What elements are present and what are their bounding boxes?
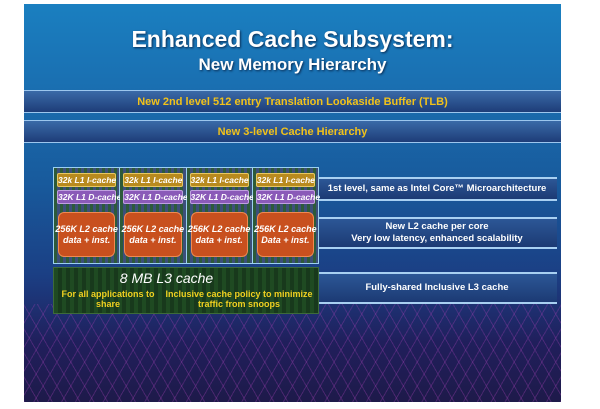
- note-level1: 1st level, same as Intel Core™ Microarch…: [317, 177, 557, 201]
- note-level3: Fully-shared Inclusive L3 cache: [317, 272, 557, 304]
- l2-sublabel: data + inst.: [62, 234, 111, 245]
- core-2: 32k L1 I-cache 32K L1 D-cache 256K L2 ca…: [120, 168, 188, 263]
- note-level1-text: 1st level, same as Intel Core™ Microarch…: [327, 183, 547, 194]
- l3-right-note: Inclusive cache policy to minimize traff…: [165, 289, 313, 309]
- l2-label: 256K L2 cache: [254, 223, 317, 234]
- core-1: 32k L1 I-cache 32K L1 D-cache 256K L2 ca…: [54, 168, 122, 263]
- slide: Enhanced Cache Subsystem: New Memory Hie…: [24, 4, 561, 402]
- l2-label: 256K L2 cache: [55, 223, 118, 234]
- hierarchy-bar: New 3-level Cache Hierarchy: [24, 120, 561, 143]
- l3-left-note: For all applications to share: [61, 289, 155, 309]
- l2-label: 256K L2 cache: [187, 223, 251, 234]
- l1-icache: 32k L1 I-cache: [255, 173, 315, 187]
- background-grid: [24, 304, 561, 402]
- l2-sublabel: data + inst.: [195, 234, 243, 245]
- l1-dcache: 32K L1 D-cache: [57, 190, 122, 204]
- l1-dcache: 32K L1 D-cache: [189, 190, 254, 204]
- slide-subtitle: New Memory Hierarchy: [198, 55, 387, 74]
- l1-dcache: 32K L1 D-cache: [123, 190, 188, 204]
- l1-icache: 32k L1 I-cache: [189, 173, 249, 187]
- l2-sublabel: data + inst.: [129, 234, 177, 245]
- core-4: 32k L1 I-cache 32K L1 D-cache 256K L2 ca…: [252, 168, 321, 263]
- l2-label: 256K L2 cache: [121, 223, 185, 234]
- l3-title: 8 MB L3 cache: [119, 270, 214, 286]
- slide-title: Enhanced Cache Subsystem:: [131, 26, 454, 52]
- l3-cache: 8 MB L3 cache For all applications to sh…: [53, 267, 319, 314]
- core-3: 32k L1 I-cache 32K L1 D-cache 256K L2 ca…: [186, 168, 254, 263]
- l2-sublabel: Data + inst.: [261, 234, 310, 245]
- note-level2-line2: Very low latency, enhanced scalability: [351, 233, 523, 244]
- note-level2-line1: New L2 cache per core: [385, 221, 489, 232]
- l1-dcache: 32K L1 D-cache: [255, 190, 321, 204]
- l1-icache: 32k L1 I-cache: [123, 173, 183, 187]
- note-level3-text: Fully-shared Inclusive L3 cache: [365, 282, 509, 293]
- l1-icache: 32k L1 I-cache: [57, 173, 117, 187]
- cores-diagram: 32k L1 I-cache 32K L1 D-cache 256K L2 ca…: [53, 167, 321, 264]
- tlb-bar: New 2nd level 512 entry Translation Look…: [24, 90, 561, 113]
- note-level2: New L2 cache per core Very low latency, …: [317, 217, 557, 249]
